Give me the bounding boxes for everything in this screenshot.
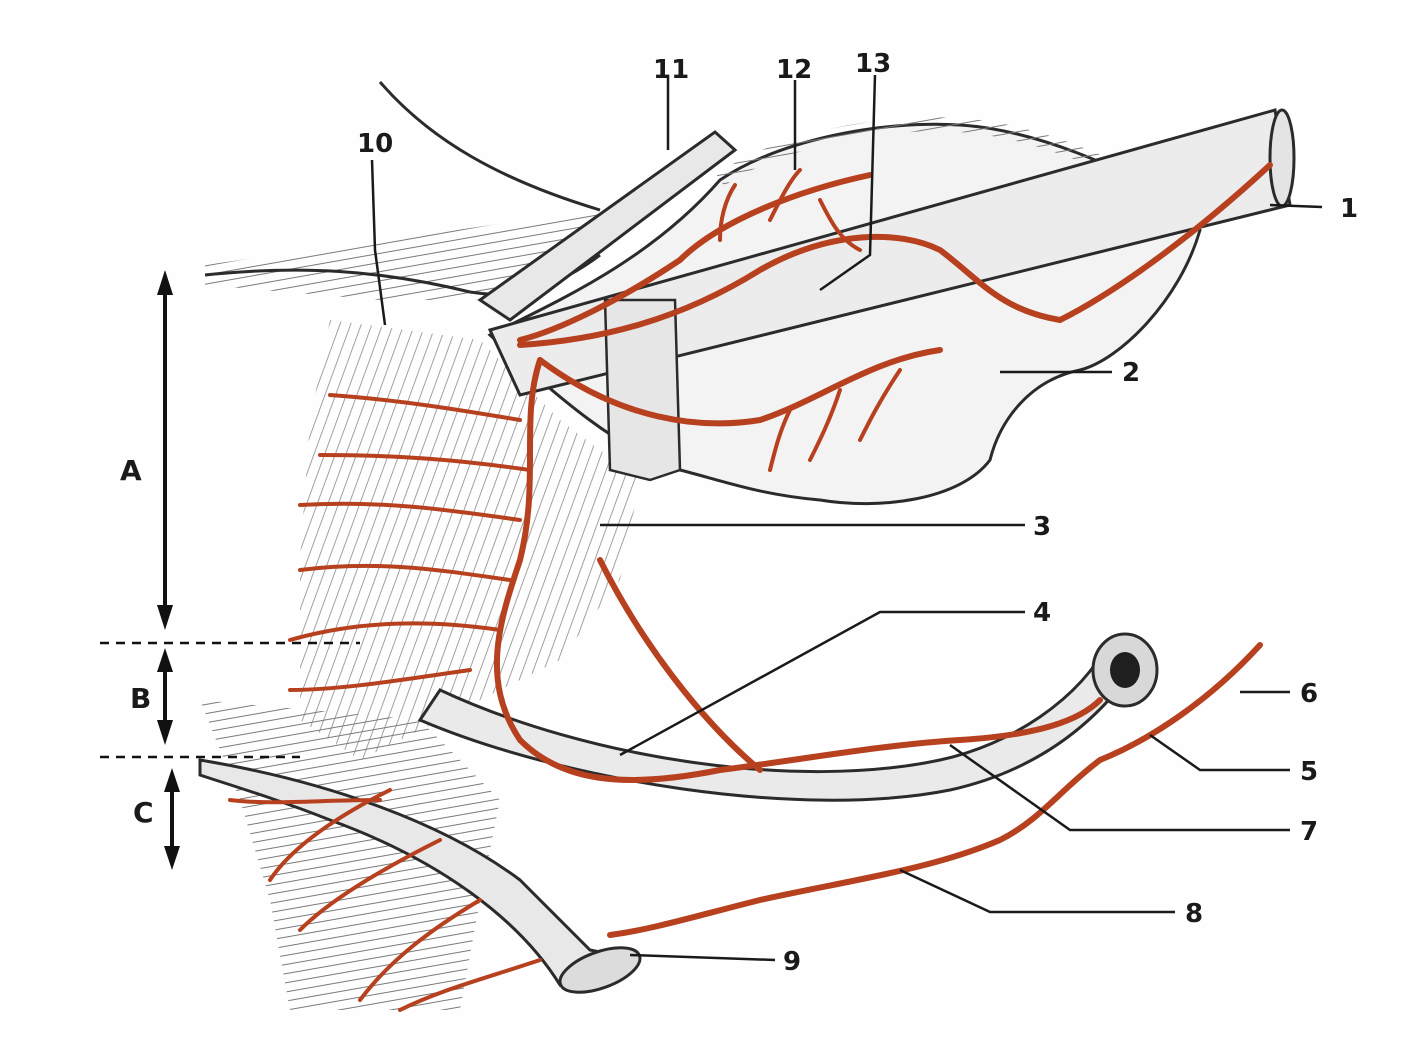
leader-9 bbox=[630, 955, 775, 960]
vessel-branch-4 bbox=[600, 560, 760, 770]
label-4: 4 bbox=[1033, 598, 1051, 628]
label-10: 10 bbox=[357, 129, 393, 159]
label-3: 3 bbox=[1033, 512, 1051, 542]
label-2: 2 bbox=[1122, 358, 1140, 388]
label-6: 6 bbox=[1300, 679, 1318, 709]
dimension-b-arrow-up bbox=[157, 648, 173, 672]
label-5: 5 bbox=[1300, 757, 1318, 787]
label-12: 12 bbox=[776, 55, 812, 85]
reference-curve bbox=[380, 82, 600, 210]
branch-lower-5 bbox=[230, 800, 380, 802]
horizontal-tube-lumen bbox=[1110, 652, 1140, 688]
dimension-a-arrow-down bbox=[157, 605, 173, 630]
segment-label-a: A bbox=[120, 454, 142, 487]
label-11: 11 bbox=[653, 55, 689, 85]
label-9: 9 bbox=[783, 947, 801, 977]
leader-8 bbox=[900, 870, 1175, 912]
vertical-column bbox=[605, 300, 680, 480]
label-7: 7 bbox=[1300, 817, 1318, 847]
segment-label-c: C bbox=[133, 796, 154, 829]
dimension-c-arrow-down bbox=[164, 846, 180, 870]
segment-label-b: B bbox=[130, 682, 151, 715]
upper-tube-end bbox=[1270, 110, 1294, 206]
label-13: 13 bbox=[855, 49, 891, 79]
label-8: 8 bbox=[1185, 899, 1203, 929]
label-1: 1 bbox=[1340, 194, 1358, 224]
leader-5 bbox=[1150, 735, 1290, 770]
dimension-b-arrow-down bbox=[157, 720, 173, 745]
dimension-a-arrow-up bbox=[157, 270, 173, 295]
dimension-c-arrow-up bbox=[164, 768, 180, 792]
